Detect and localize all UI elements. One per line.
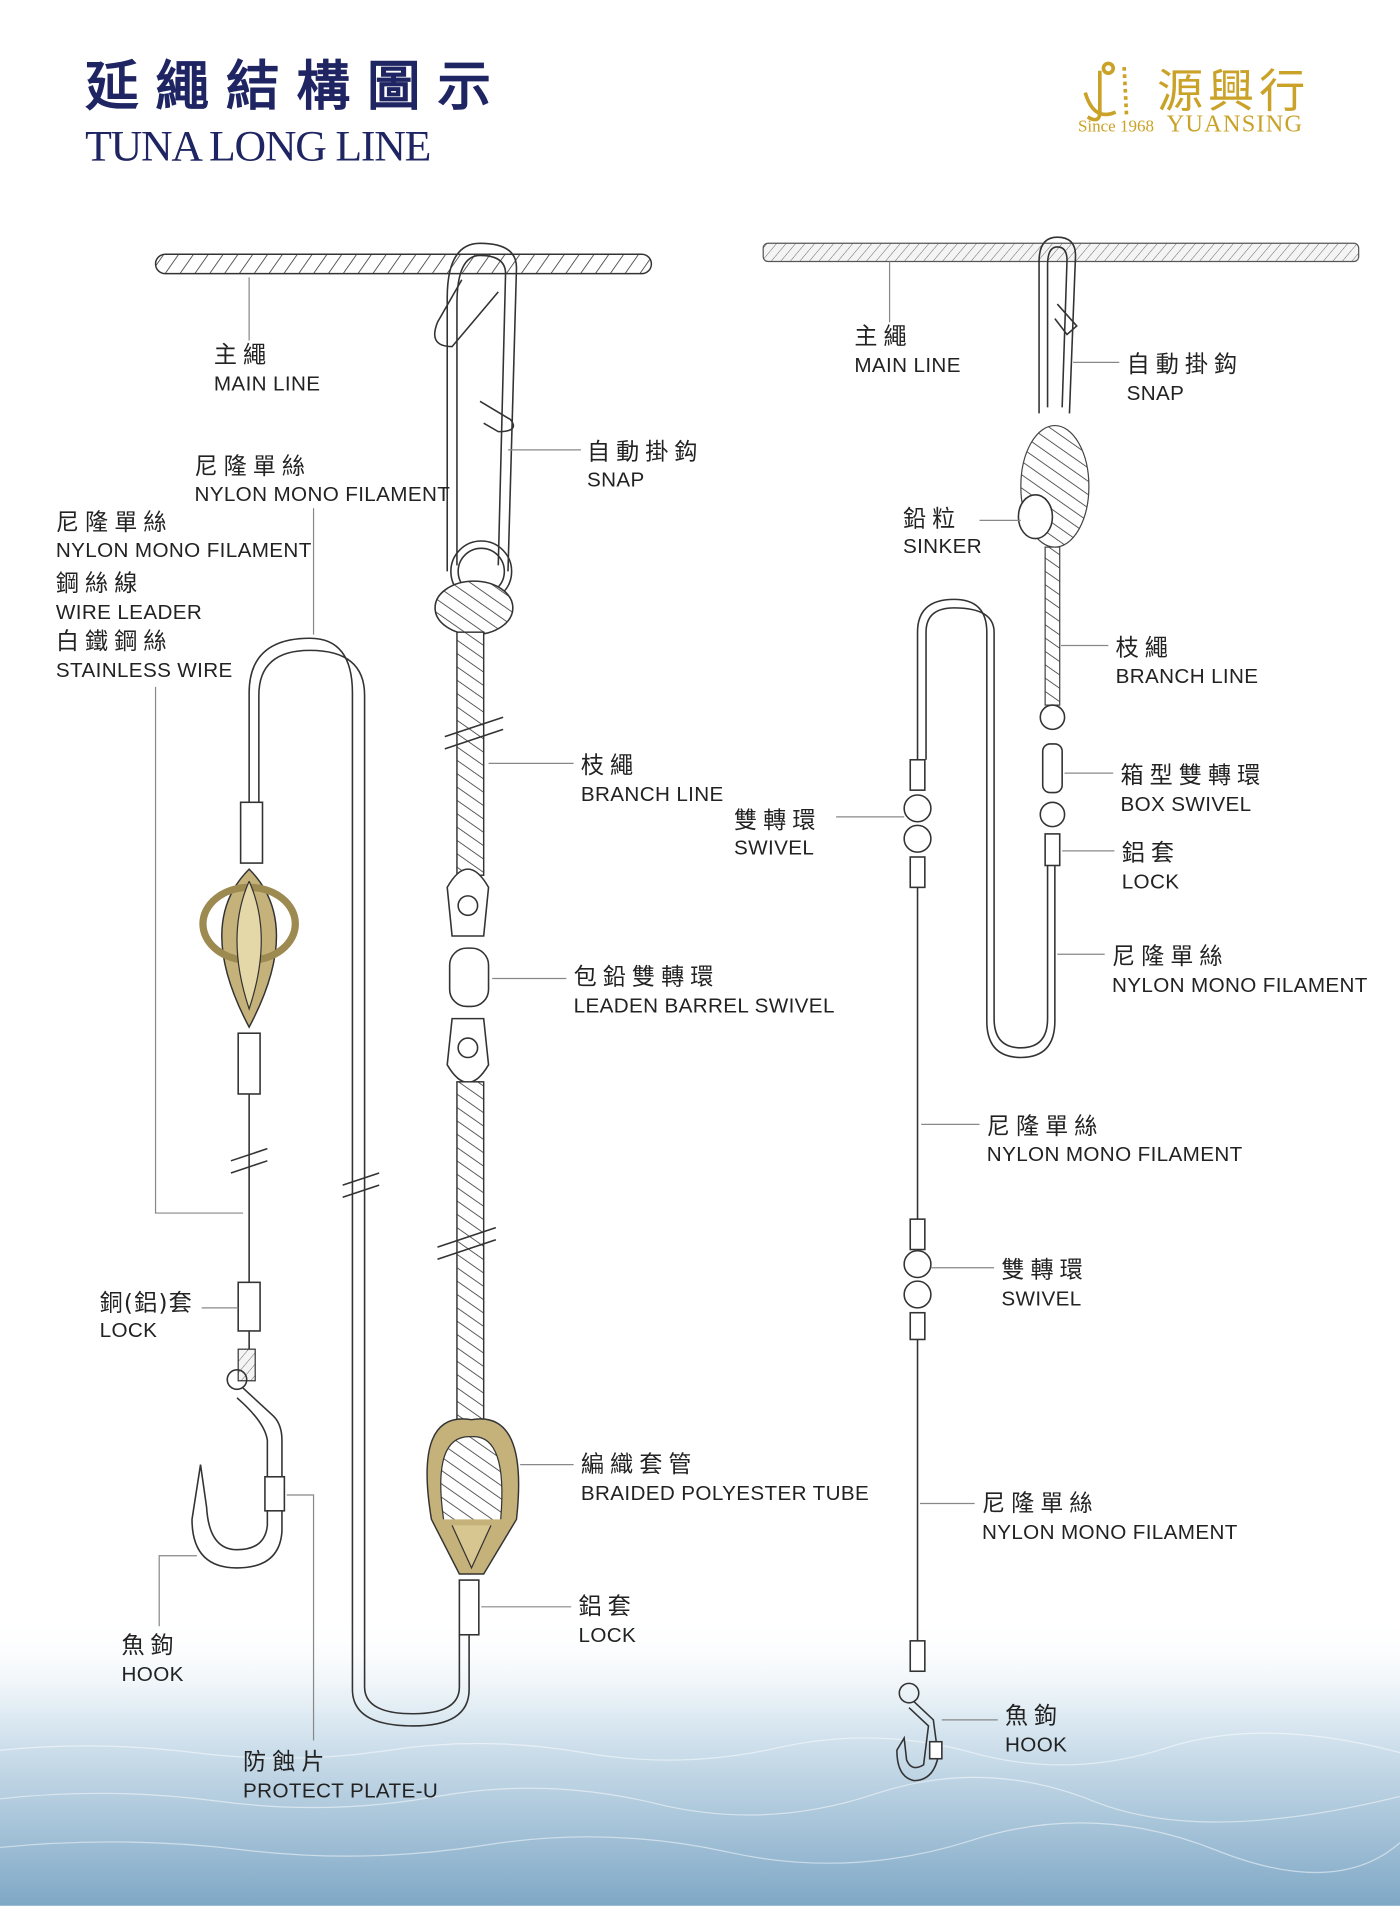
snap-clip bbox=[433, 242, 518, 603]
wire-crimp-knot bbox=[199, 868, 299, 1029]
right-rig-drawing bbox=[762, 236, 1360, 1782]
label-lock-alu-zh: 鋁套 bbox=[578, 1594, 636, 1620]
right-leader-lines bbox=[836, 261, 1120, 1721]
label-r-hook-en: HOOK bbox=[1005, 1733, 1067, 1756]
water-waves bbox=[0, 1732, 1400, 1874]
label-r-box-swivel-zh: 箱型雙轉環 bbox=[1120, 763, 1266, 789]
label-snap-zh: 自動掛鈎 bbox=[587, 440, 704, 466]
left-leader-lines bbox=[154, 277, 581, 1741]
label-main-line-en: MAIN LINE bbox=[214, 372, 321, 395]
label-r-nylon-mid-zh: 尼隆單絲 bbox=[987, 1114, 1104, 1140]
brand-name-chinese: 源興行 bbox=[1157, 64, 1310, 118]
label-nylon-zh: 尼隆單絲 bbox=[56, 510, 173, 536]
label-r-branch-line-zh: 枝繩 bbox=[1116, 635, 1174, 661]
swivel-upper-right bbox=[903, 758, 932, 889]
label-nylon-en: NYLON MONO FILAMENT bbox=[56, 539, 312, 562]
label-branch-line-en: BRANCH LINE bbox=[581, 783, 724, 806]
label-braided-tube-zh: 編織套管 bbox=[581, 1452, 698, 1478]
nylon-loop-right bbox=[916, 598, 1056, 1059]
label-r-snap-en: SNAP bbox=[1127, 382, 1185, 405]
hook-drawing-right bbox=[896, 1682, 943, 1782]
braided-polyester-tube bbox=[426, 1418, 520, 1575]
label-r-swivel-upper-zh: 雙轉環 bbox=[734, 808, 821, 834]
hook-drawing bbox=[191, 1330, 286, 1569]
label-hook-zh: 魚鉤 bbox=[122, 1633, 180, 1659]
label-branch-line-zh: 枝繩 bbox=[581, 753, 639, 779]
label-r-nylon-mid-en: NYLON MONO FILAMENT bbox=[987, 1143, 1243, 1166]
label-lock-copper-zh: 銅(鋁)套 bbox=[100, 1290, 193, 1316]
label-lock-copper-en: LOCK bbox=[100, 1319, 158, 1342]
label-leaden-swivel-zh: 包鉛雙轉環 bbox=[574, 965, 720, 991]
label-r-lock-en: LOCK bbox=[1122, 871, 1180, 894]
label-snap-en: SNAP bbox=[587, 468, 645, 491]
main-line-rope-right bbox=[762, 242, 1360, 263]
label-stainless-zh: 白鐵鋼絲 bbox=[56, 629, 173, 655]
label-r-lock-zh: 鋁套 bbox=[1122, 841, 1180, 867]
label-r-nylon-loop-en: NYLON MONO FILAMENT bbox=[1112, 974, 1368, 997]
label-r-swivel-upper-en: SWIVEL bbox=[734, 837, 814, 860]
lock-sleeve bbox=[458, 1579, 480, 1636]
brand-since: Since 1968 bbox=[1078, 116, 1154, 135]
label-wire-leader-zh: 鋼絲線 bbox=[56, 571, 143, 597]
label-r-nylon-low-zh: 尼隆單絲 bbox=[982, 1491, 1099, 1517]
left-labels: 主繩 MAIN LINE 尼隆單絲 NYLON MONO FILAMENT 尼隆… bbox=[56, 342, 869, 1802]
branch-line-rope bbox=[456, 631, 485, 876]
label-r-swivel-lower-zh: 雙轉環 bbox=[1001, 1257, 1088, 1283]
title-english: TUNA LONG LINE bbox=[85, 123, 430, 171]
label-protect-plate-zh: 防蝕片 bbox=[243, 1750, 330, 1776]
label-protect-plate-en: PROTECT PLATE-U bbox=[243, 1780, 438, 1803]
nylon-mono-filament-loop bbox=[248, 637, 470, 1727]
label-wire-leader-en: WIRE LEADER bbox=[56, 601, 202, 624]
right-labels: 主繩 MAIN LINE 自動掛鈎 SNAP 鉛粒 SINKER 枝繩 BRAN… bbox=[734, 324, 1368, 1756]
label-r-snap-zh: 自動掛鈎 bbox=[1127, 352, 1244, 378]
anchor-icon bbox=[1083, 61, 1129, 122]
label-nylon-top-zh: 尼隆單絲 bbox=[194, 454, 311, 480]
copper-lock-sleeve bbox=[237, 1281, 261, 1332]
leaden-barrel-swivel bbox=[446, 868, 490, 1083]
label-r-box-swivel-en: BOX SWIVEL bbox=[1120, 793, 1251, 816]
swivel-lower-right bbox=[903, 1218, 932, 1341]
label-r-hook-zh: 魚鉤 bbox=[1005, 1703, 1063, 1729]
label-stainless-en: STAINLESS WIRE bbox=[56, 659, 233, 682]
branch-line-rope-lower bbox=[456, 1081, 485, 1435]
knot bbox=[434, 580, 514, 636]
box-swivel bbox=[1039, 704, 1066, 828]
label-nylon-top-en: NYLON MONO FILAMENT bbox=[194, 483, 450, 506]
label-r-swivel-lower-en: SWIVEL bbox=[1001, 1287, 1081, 1310]
label-hook-en: HOOK bbox=[122, 1663, 184, 1686]
left-rig-drawing bbox=[154, 242, 653, 1727]
sinker-knot bbox=[1017, 424, 1090, 548]
branch-line-rope-right bbox=[1044, 546, 1061, 706]
lock-right bbox=[1044, 833, 1061, 867]
brand-logo: 源興行 Since 1968 YUANSING bbox=[1078, 61, 1310, 137]
label-main-line-zh: 主繩 bbox=[214, 342, 272, 368]
label-r-nylon-loop-zh: 尼隆單絲 bbox=[1112, 944, 1229, 970]
main-line-rope bbox=[154, 253, 653, 275]
title-chinese: 延繩結構圖示 bbox=[85, 55, 508, 118]
snap-clip-right bbox=[1038, 236, 1078, 414]
label-braided-tube-en: BRAIDED POLYESTER TUBE bbox=[581, 1482, 869, 1505]
brand-name-english: YUANSING bbox=[1167, 110, 1304, 137]
label-r-sinker-zh: 鉛粒 bbox=[903, 506, 961, 532]
label-r-main-line-en: MAIN LINE bbox=[854, 354, 961, 377]
label-leaden-swivel-en: LEADEN BARREL SWIVEL bbox=[574, 995, 835, 1018]
label-lock-alu-en: LOCK bbox=[578, 1624, 636, 1647]
water-background bbox=[0, 1616, 1400, 1906]
label-r-nylon-low-en: NYLON MONO FILAMENT bbox=[982, 1521, 1238, 1544]
label-r-main-line-zh: 主繩 bbox=[854, 324, 912, 350]
label-r-branch-line-en: BRANCH LINE bbox=[1116, 665, 1259, 688]
label-r-sinker-en: SINKER bbox=[903, 535, 982, 558]
